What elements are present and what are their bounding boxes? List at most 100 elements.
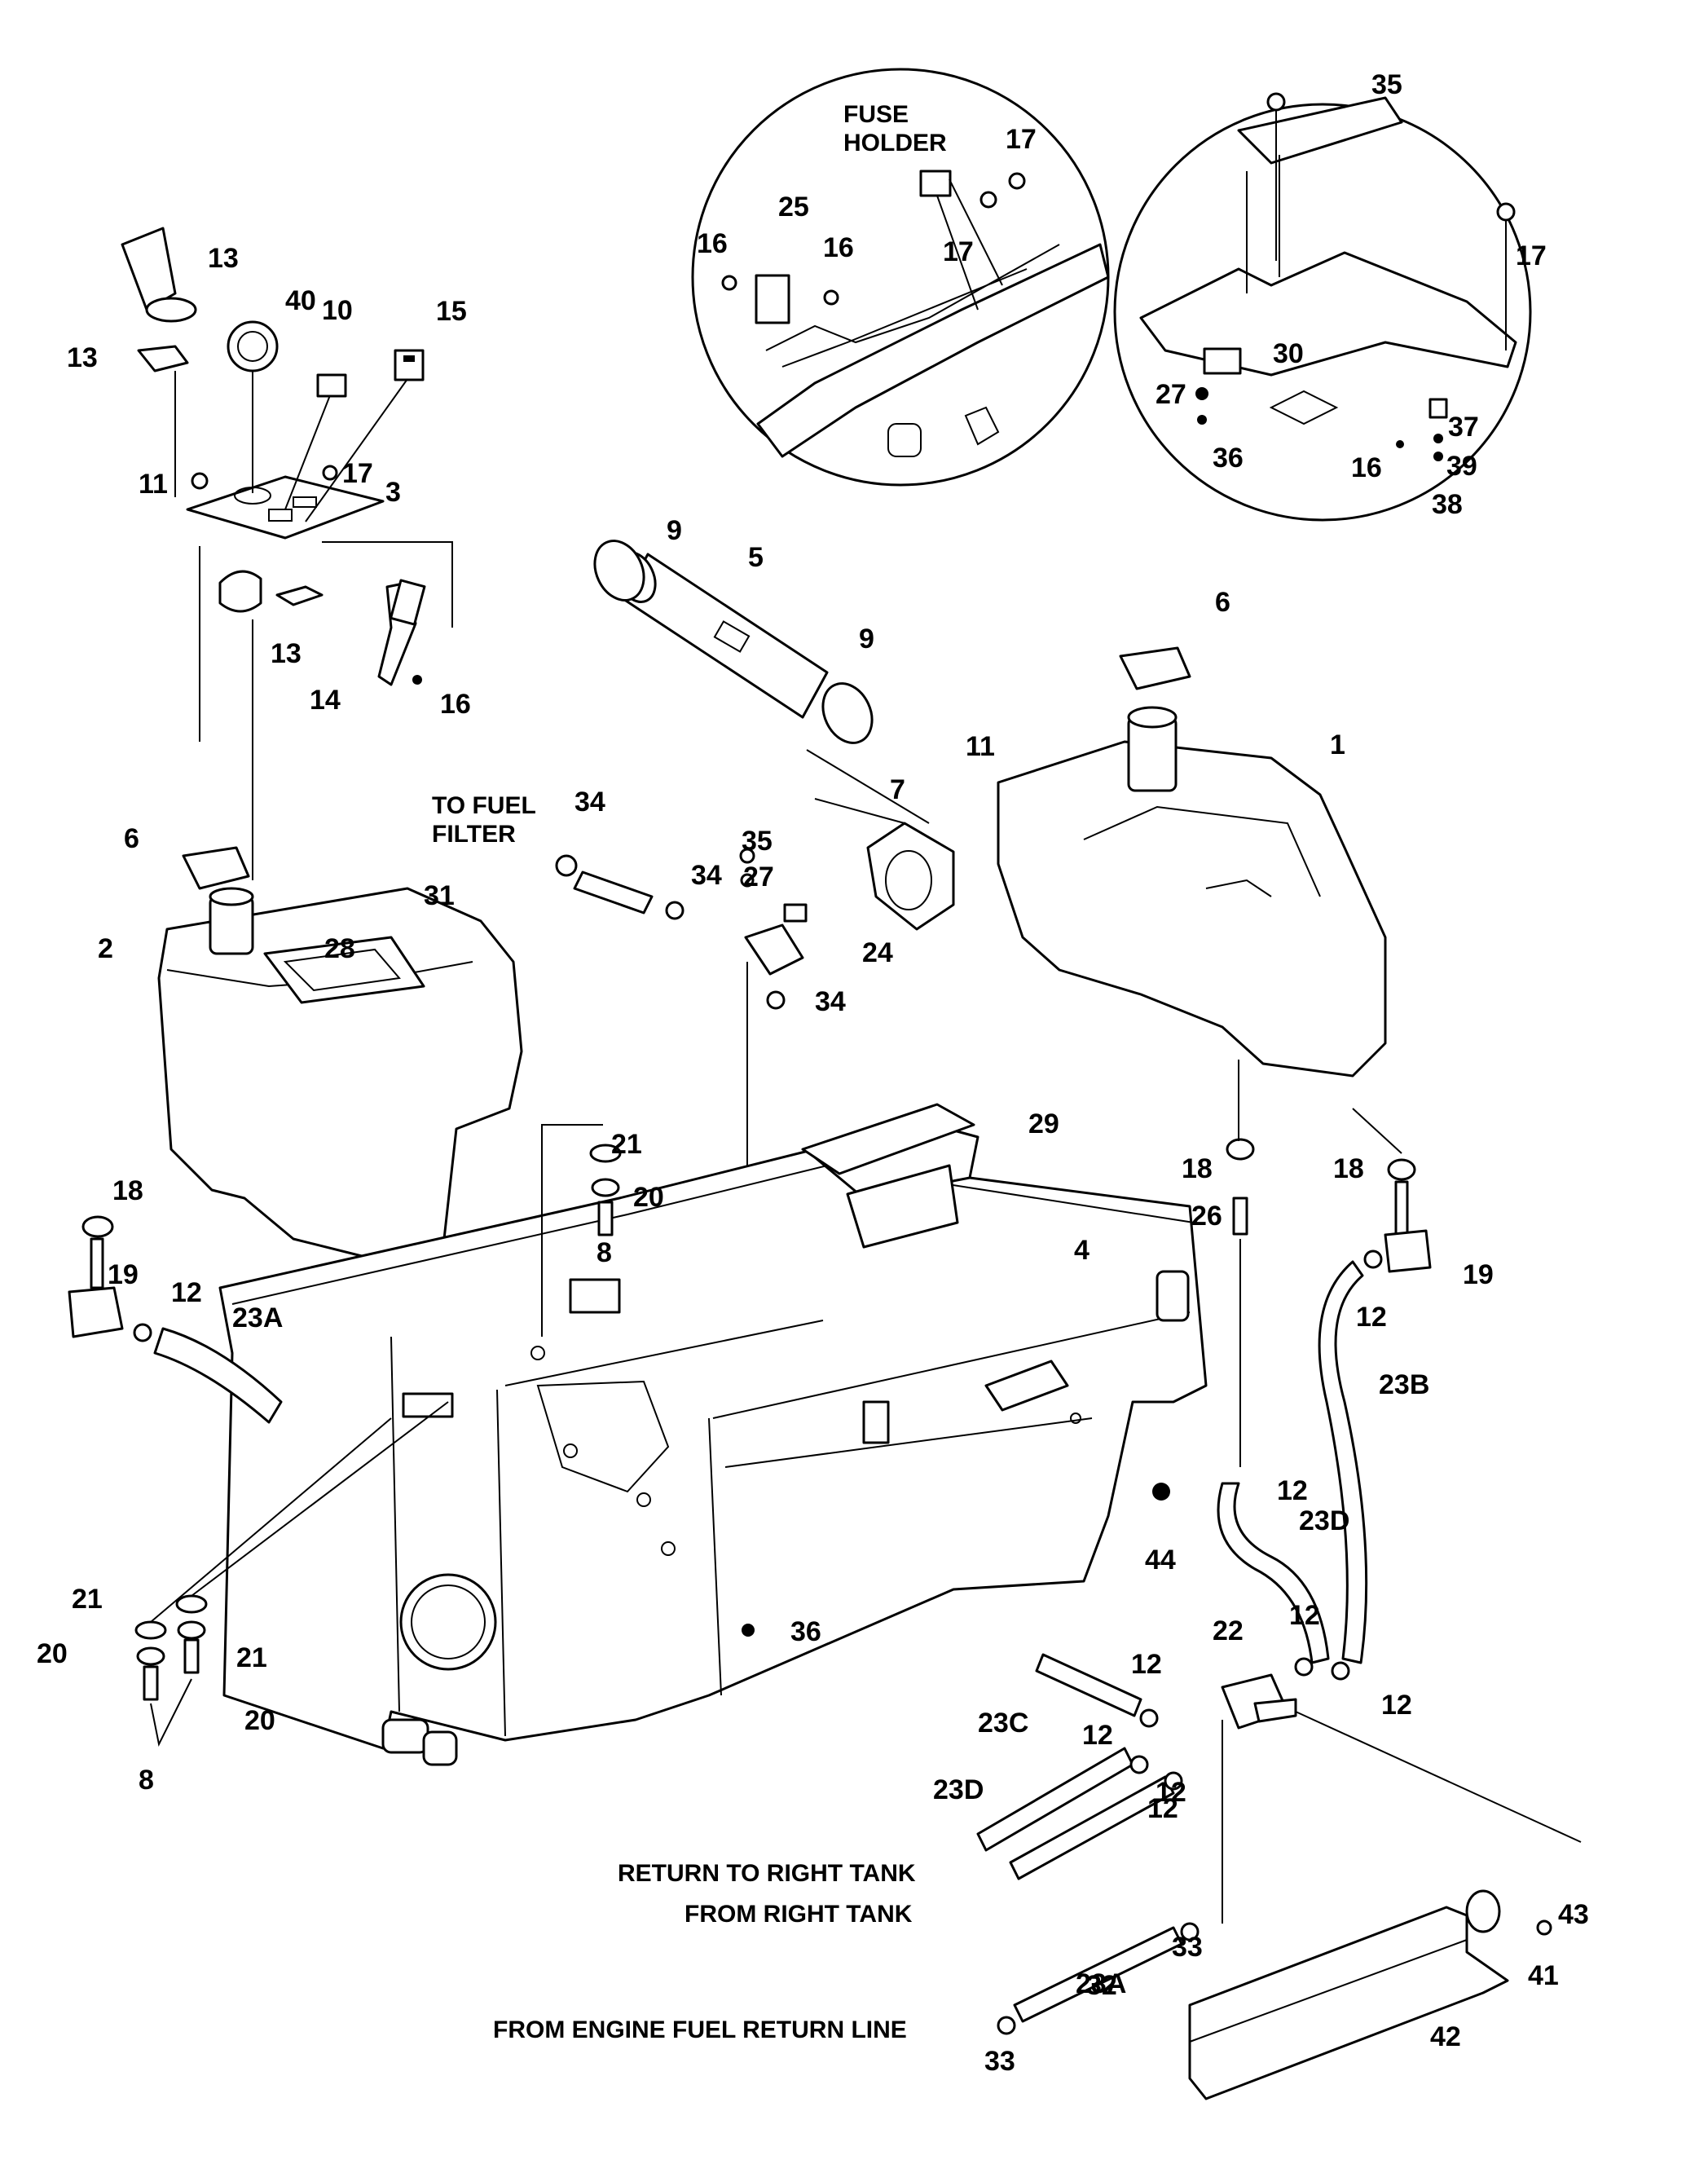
callout: 40	[285, 285, 316, 316]
callout: 10	[322, 295, 353, 326]
callout: 12	[1356, 1302, 1387, 1333]
callout: 43	[1558, 1899, 1589, 1930]
switch	[394, 349, 425, 381]
right-fuel-tank	[997, 646, 1387, 1078]
callout: 44	[1145, 1545, 1176, 1576]
callout: 12	[1156, 1777, 1186, 1808]
callout: 36	[1213, 443, 1244, 474]
callout: 11	[139, 469, 168, 500]
callout: 13	[271, 638, 302, 669]
callout: 16	[1351, 452, 1382, 483]
callout: 13	[208, 243, 239, 274]
callout: 12	[1131, 1649, 1162, 1680]
callout: 19	[1463, 1259, 1494, 1290]
center-mount-hardware	[541, 1124, 622, 1337]
fuel-tee-assembly	[976, 1653, 1582, 2035]
hose-23C	[1035, 1653, 1142, 1717]
callout: 30	[1273, 338, 1304, 369]
callout: 21	[72, 1584, 103, 1615]
callout: 12	[1147, 1793, 1178, 1824]
callout: 8	[596, 1237, 612, 1268]
callout: 22	[1213, 1615, 1244, 1646]
callout: 23A	[1076, 1968, 1126, 1999]
hose-23A-left	[153, 1327, 283, 1424]
callout: 17	[943, 236, 974, 267]
callout: 18	[1333, 1153, 1364, 1184]
hose-23D-lower	[976, 1747, 1134, 1852]
indicator-lamp	[316, 373, 347, 398]
note-fuse-holder-1: FUSE	[843, 101, 909, 128]
callout: 31	[424, 880, 455, 911]
callout: 41	[1528, 1960, 1559, 1991]
note-to-fuel-filter-1: TO FUEL	[432, 792, 536, 819]
callout: 33	[984, 2046, 1015, 2077]
callout: 34	[574, 787, 605, 818]
fuel-cap-left	[182, 846, 250, 890]
nut-36	[742, 1624, 755, 1637]
callout: 34	[815, 986, 846, 1017]
callout: 14	[310, 685, 341, 716]
key	[121, 227, 177, 311]
callout: 17	[1006, 124, 1037, 155]
callout: 33	[1172, 1932, 1203, 1963]
detail-view-fuse-holder	[691, 68, 1110, 487]
callout: 23D	[933, 1774, 984, 1805]
callout: 34	[691, 860, 722, 891]
hose-32	[1013, 1926, 1183, 2023]
callout: 12	[171, 1277, 202, 1308]
nut	[137, 345, 189, 372]
callout: 16	[440, 689, 471, 720]
callout: 35	[1371, 69, 1402, 100]
left-fuel-tank	[157, 846, 523, 1265]
hose-23B	[1318, 1260, 1368, 1664]
callout: 29	[1028, 1108, 1059, 1139]
callout: 39	[1446, 451, 1477, 482]
callout: 17	[342, 458, 373, 489]
callout: 13	[67, 342, 98, 373]
note-from-engine-return: FROM ENGINE FUEL RETURN LINE	[493, 2016, 907, 2043]
callout: 36	[790, 1616, 821, 1647]
callout: 24	[862, 937, 893, 968]
callout: 6	[124, 823, 139, 854]
callout: 3	[385, 477, 401, 508]
callout: 23D	[1299, 1505, 1349, 1536]
callout: 1	[1330, 729, 1345, 760]
callout: 12	[1277, 1475, 1308, 1506]
note-fuse-holder-2: HOLDER	[843, 130, 947, 156]
callout: 20	[37, 1638, 68, 1669]
control-panel-group	[121, 227, 453, 880]
gasket-29	[801, 1103, 975, 1175]
callout: 5	[748, 542, 764, 573]
diagram-notes: FUSE HOLDER TO FUEL FILTER RETURN TO RIG…	[432, 101, 947, 2043]
center-fitting	[1226, 1060, 1255, 1467]
callout: 27	[743, 862, 774, 892]
callout: 28	[324, 933, 355, 964]
callout: 27	[1156, 379, 1186, 410]
callout: 32	[1086, 1970, 1117, 2001]
detail-view-switch-bracket	[1113, 92, 1532, 522]
callout: 26	[1191, 1201, 1222, 1232]
callout: 23A	[232, 1302, 283, 1333]
mount-bracket	[1188, 1889, 1552, 2100]
callout: 21	[611, 1129, 642, 1160]
left-shutoff-valve	[68, 1215, 283, 1424]
grommet	[866, 822, 955, 931]
callout: 23C	[978, 1708, 1028, 1739]
tube-assembly	[593, 540, 955, 931]
ignition-switch	[218, 570, 262, 613]
callout: 12	[1381, 1690, 1412, 1721]
callout: 8	[139, 1765, 154, 1796]
callout: 4	[1074, 1235, 1090, 1266]
callout: 7	[890, 774, 905, 805]
callout: 25	[778, 192, 809, 223]
callout: 18	[1182, 1153, 1213, 1184]
callout: 12	[1082, 1720, 1113, 1751]
callout: 19	[108, 1259, 139, 1290]
callout: 18	[112, 1175, 143, 1206]
callout: 21	[236, 1642, 267, 1673]
callout: 2	[98, 933, 113, 964]
callout: 16	[697, 228, 728, 259]
callout: 42	[1430, 2021, 1461, 2052]
fuel-cap-right	[1119, 646, 1191, 690]
